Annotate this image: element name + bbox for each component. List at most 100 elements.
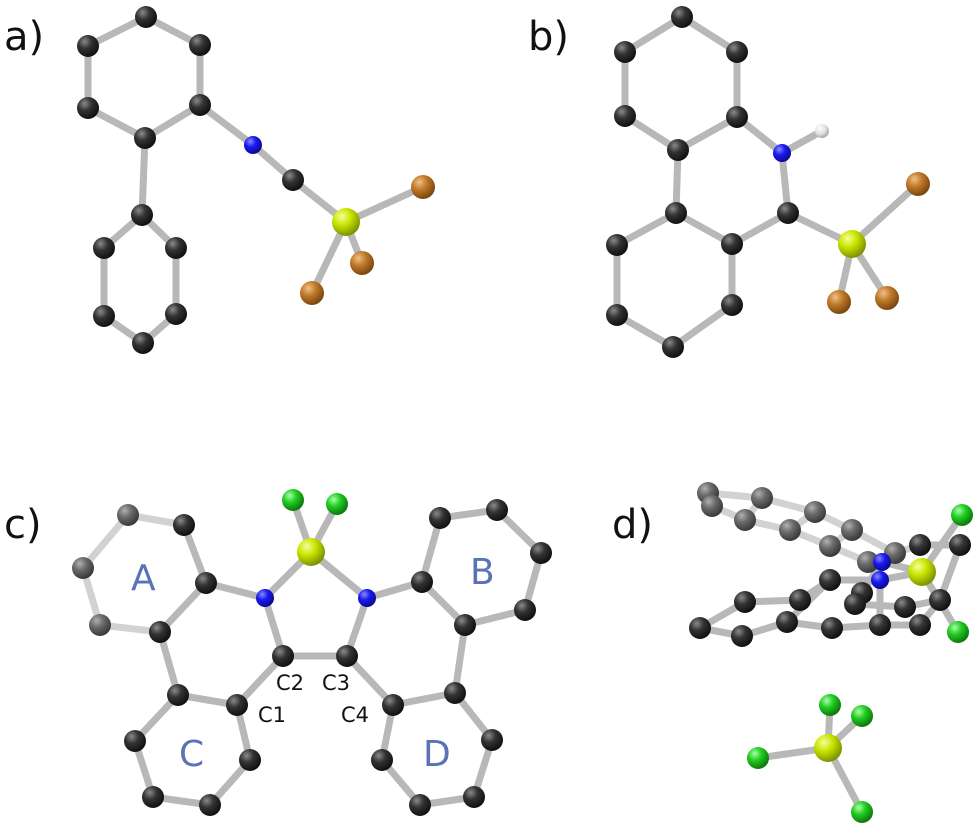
- panel-b-carbon-atom-12: [662, 336, 684, 358]
- panel-c-nitrogen-atom-13: [358, 589, 376, 607]
- panel-b-antimony-atom-15: [838, 230, 866, 258]
- panel-b-bromine-atom-17: [827, 290, 851, 314]
- panel-c-carbon-atom-30: [371, 749, 393, 771]
- panel-c-bond-5: [79, 511, 132, 572]
- panel-a-carbon-atom-7: [165, 237, 187, 259]
- panel-a-bond-16: [342, 183, 427, 226]
- panel-c-antimony-atom-14: [297, 538, 325, 566]
- panel-d-nitrogen-atom-13: [871, 571, 889, 589]
- panel-a-carbon-atom-13: [282, 169, 304, 191]
- panel-c-carbon-atom-19: [226, 694, 248, 716]
- panel-c-bond-21: [233, 652, 287, 709]
- panel-a-carbon-atom-11: [93, 237, 115, 259]
- panel-c-bond-22: [343, 652, 397, 709]
- panel-c-bond-11: [418, 514, 444, 586]
- panel-d-antimony-atom-14: [908, 558, 936, 586]
- panel-c-carbon-atom-3: [149, 621, 171, 643]
- panel-a-carbon-atom-6: [131, 204, 153, 226]
- panel-b-carbon-atom-14: [606, 234, 628, 256]
- panel-c-bond-2: [156, 579, 210, 636]
- panel-c-carbon-atom-22: [124, 730, 146, 752]
- panel-d-carbon-atom-25: [731, 625, 753, 647]
- panel-d-carbon-atom-1: [751, 487, 773, 509]
- panel-d-carbon-atom-21: [894, 596, 916, 618]
- panel-c-carbon-atom-25: [239, 749, 261, 771]
- panel-a-carbon-atom-4: [77, 97, 99, 119]
- panel-a-carbon-atom-8: [165, 303, 187, 325]
- panel-label-b: b): [528, 14, 569, 60]
- panel-d-chlorine-atom-32: [851, 705, 873, 727]
- panel-b-bond-5: [621, 13, 686, 56]
- panel-b-carbon-atom-1: [726, 41, 748, 63]
- panel-d-chlorine-atom-31: [819, 694, 841, 716]
- panel-c-carbon-atom-9: [514, 599, 536, 621]
- panel-a-carbon-atom-10: [93, 305, 115, 327]
- panel-c-carbon-atom-5: [72, 557, 94, 579]
- panel-c-carbon-atom-6: [429, 507, 451, 529]
- panel-d-carbon-atom-10: [909, 534, 931, 556]
- panel-c-carbon-atom-11: [411, 571, 433, 593]
- bond-layer: [79, 13, 966, 816]
- panel-d-carbon-atom-20: [844, 593, 866, 615]
- panel-c-carbon-atom-8: [530, 542, 552, 564]
- ring-label-d: D: [423, 734, 451, 775]
- panel-a-carbon-atom-9: [132, 332, 154, 354]
- panel-d-carbon-atom-23: [734, 591, 756, 613]
- panel-c-carbon-atom-27: [481, 729, 503, 751]
- panel-d-chlorine-atom-33: [747, 747, 769, 769]
- panel-a-bond-6: [138, 134, 149, 219]
- panel-a-bromine-atom-16: [350, 251, 374, 275]
- panel-b-hydrogen-atom-7: [815, 124, 829, 138]
- panel-label-a: a): [4, 14, 44, 60]
- panel-d-carbon-atom-6: [734, 509, 756, 531]
- panel-b-bond-16: [613, 209, 680, 249]
- panel-d-carbon-atom-29: [909, 614, 931, 636]
- atom-label-c2: C2: [276, 671, 304, 695]
- panel-c-carbon-atom-29: [409, 794, 431, 816]
- ring-label-a: A: [131, 558, 156, 599]
- panel-a-carbon-atom-5: [77, 35, 99, 57]
- panel-d-carbon-atom-9: [857, 551, 879, 573]
- panel-b-carbon-atom-4: [614, 105, 636, 127]
- panel-d-chlorine-atom-16: [947, 621, 969, 643]
- panel-c-carbon-atom-17: [272, 645, 294, 667]
- panel-d-carbon-atom-8: [819, 535, 841, 557]
- panel-a-bromine-atom-15: [411, 175, 435, 199]
- panel-b-carbon-atom-5: [614, 41, 636, 63]
- panel-d-carbon-atom-11: [949, 534, 971, 556]
- panel-c-carbon-atom-26: [444, 682, 466, 704]
- panel-c-carbon-atom-24: [199, 794, 221, 816]
- panel-d-antimony-atom-30: [814, 734, 842, 762]
- panel-b-bond-18: [848, 180, 922, 248]
- panel-b-bromine-atom-18: [875, 286, 899, 310]
- panel-label-d: d): [612, 502, 653, 548]
- panel-c-carbon-atom-4: [89, 614, 111, 636]
- panel-d-carbon-atom-22: [929, 589, 951, 611]
- panel-a-carbon-atom-2: [189, 94, 211, 116]
- panel-c-carbon-atom-7: [486, 499, 508, 521]
- panel-a-nitrogen-atom-12: [244, 136, 262, 154]
- panel-d-carbon-atom-3: [841, 519, 863, 541]
- panel-c-nitrogen-atom-12: [256, 589, 274, 607]
- ring-label-b: B: [470, 552, 495, 593]
- panel-b-carbon-atom-10: [665, 202, 687, 224]
- panel-d-chlorine-atom-34: [851, 801, 873, 823]
- panel-a-carbon-atom-1: [189, 34, 211, 56]
- panel-a-bond-13: [196, 101, 257, 149]
- atom-label-c3: C3: [322, 671, 350, 695]
- panel-b-carbon-atom-3: [667, 139, 689, 161]
- panel-a-bromine-atom-17: [300, 281, 324, 305]
- panel-c-carbon-atom-18: [336, 645, 358, 667]
- panel-b-bromine-atom-16: [906, 172, 930, 196]
- panel-b-bond-13: [669, 301, 736, 351]
- panel-b-carbon-atom-11: [721, 294, 743, 316]
- panel-c-carbon-atom-10: [454, 614, 476, 636]
- panel-d-carbon-atom-5: [701, 495, 723, 517]
- panel-label-c: c): [4, 502, 42, 548]
- panel-c-carbon-atom-28: [463, 786, 485, 808]
- panel-d-carbon-atom-19: [789, 589, 811, 611]
- atom-label-c1: C1: [258, 703, 286, 727]
- panel-c-carbon-atom-2: [195, 572, 217, 594]
- panel-b-carbon-atom-0: [671, 6, 693, 28]
